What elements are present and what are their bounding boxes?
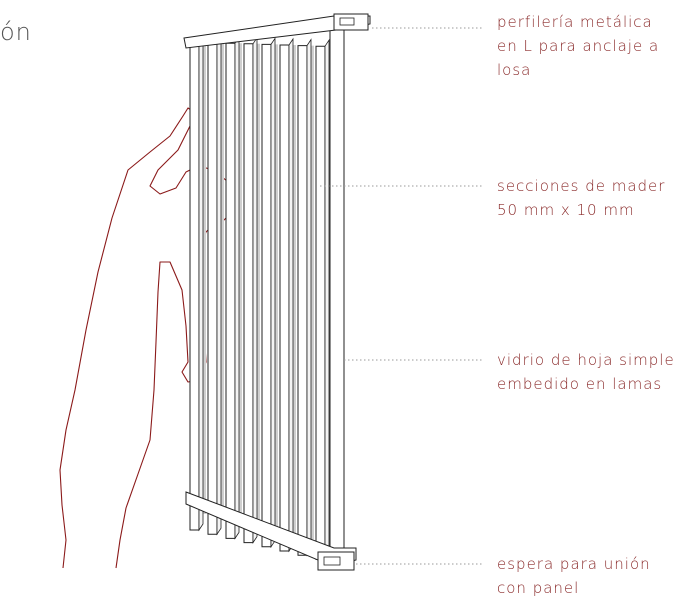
title-fragment: ón (0, 18, 32, 46)
annotation-line: secciones de mader (497, 177, 666, 195)
annotation-line: espera para unión (497, 555, 651, 573)
annotation-line: perfilería metálica (497, 13, 653, 31)
annotation-line: con panel (497, 579, 580, 597)
annotation-metal-profile: perfilería metálica en L para anclaje a lo… (497, 10, 659, 82)
wood-lamella (189, 41, 200, 531)
wood-lamella (329, 21, 345, 561)
wood-lamella (243, 43, 254, 544)
wood-lamella-side (216, 35, 222, 536)
wood-lamella-side (270, 37, 276, 549)
wood-lamella-side (234, 35, 240, 540)
wood-lamella-side (306, 38, 312, 557)
wood-lamella (279, 44, 290, 552)
joint-box-slot (323, 556, 341, 566)
metal-profile-bottom (185, 491, 357, 567)
wood-lamella-side (288, 37, 294, 553)
metal-profile-slot (339, 17, 355, 26)
wood-lamella (207, 42, 218, 535)
wood-lamella-side (324, 38, 330, 561)
annotation-line: en L para anclaje a (497, 37, 660, 55)
annotation-line: embedido en lamas (497, 375, 663, 393)
wood-lamella-side (198, 34, 204, 532)
annotation-wood-sections: secciones de mader 50 mm x 10 mm (497, 174, 665, 222)
annotation-line: vidrio de hoja simple (497, 351, 675, 369)
annotation-line: losa (497, 61, 532, 79)
wood-lamella (315, 45, 326, 560)
annotation-line: 50 mm x 10 mm (497, 201, 635, 219)
wood-lamella (297, 45, 308, 556)
wood-lamella-side (252, 36, 258, 544)
annotation-glass: vidrio de hoja simple embedido en lamas (497, 348, 675, 396)
wood-lamella (261, 43, 272, 548)
annotation-panel-joint: espera para unión con panel (497, 552, 651, 600)
wood-lamella (225, 42, 236, 539)
